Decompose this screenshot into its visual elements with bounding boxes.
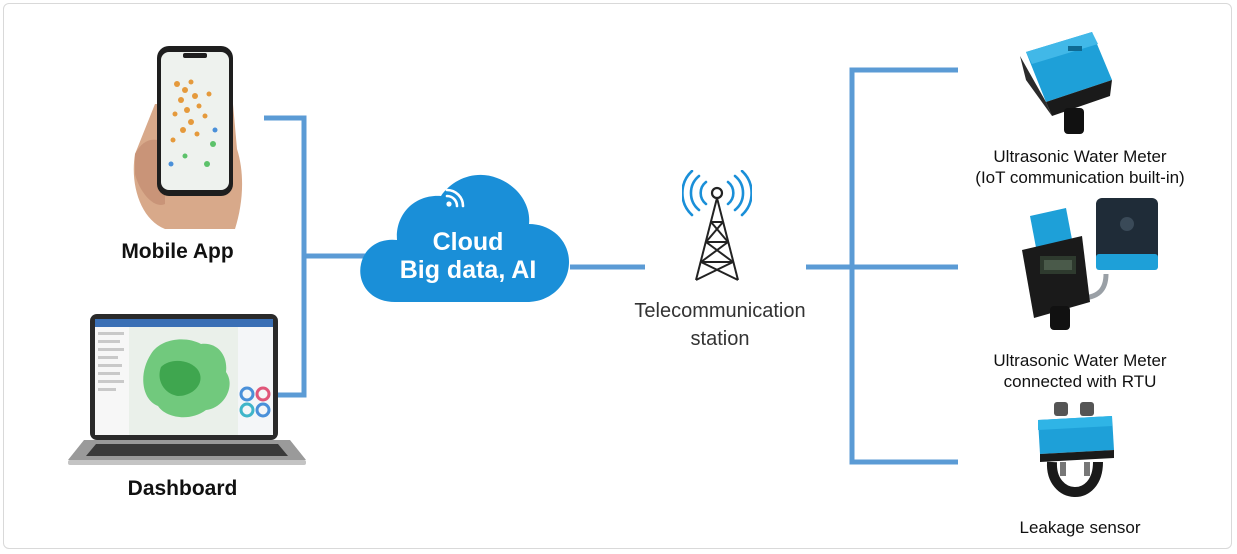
device-label-2: Ultrasonic Water Meter connected with RT… <box>960 350 1200 392</box>
cloud-title: Cloud <box>432 228 504 256</box>
diagram-frame <box>3 3 1232 549</box>
cloud-subtitle: Big data, AI <box>399 256 537 284</box>
cloud-shape <box>360 174 569 302</box>
laptop-dashboard-image <box>68 314 306 465</box>
station-label-line1: Telecommunication <box>634 300 806 322</box>
station-label: Telecommunication station <box>610 297 830 353</box>
device-label-1: Ultrasonic Water Meter (IoT communicatio… <box>960 146 1200 188</box>
ultrasonic-meter-iot-image <box>1020 32 1112 134</box>
device-1-line1: Ultrasonic Water Meter <box>993 147 1167 166</box>
device-label-3: Leakage sensor <box>1019 518 1141 537</box>
mobile-phone-image <box>133 46 243 229</box>
tower-icon <box>682 170 752 281</box>
mobile-app-label: Mobile App <box>121 240 234 263</box>
device-1-line2: (IoT communication built-in) <box>975 168 1185 187</box>
ultrasonic-meter-rtu-image <box>1022 198 1158 330</box>
leakage-sensor-image <box>1038 402 1114 497</box>
dashboard-label: Dashboard <box>127 477 238 500</box>
station-label-line2: station <box>690 328 750 350</box>
right-bracket-line <box>849 67 958 465</box>
cloud-label: Cloud Big data, AI <box>378 228 558 284</box>
device-2-line1: Ultrasonic Water Meter <box>993 351 1167 370</box>
wireless-signal-icon <box>445 188 465 208</box>
device-2-line2: connected with RTU <box>1003 372 1157 391</box>
